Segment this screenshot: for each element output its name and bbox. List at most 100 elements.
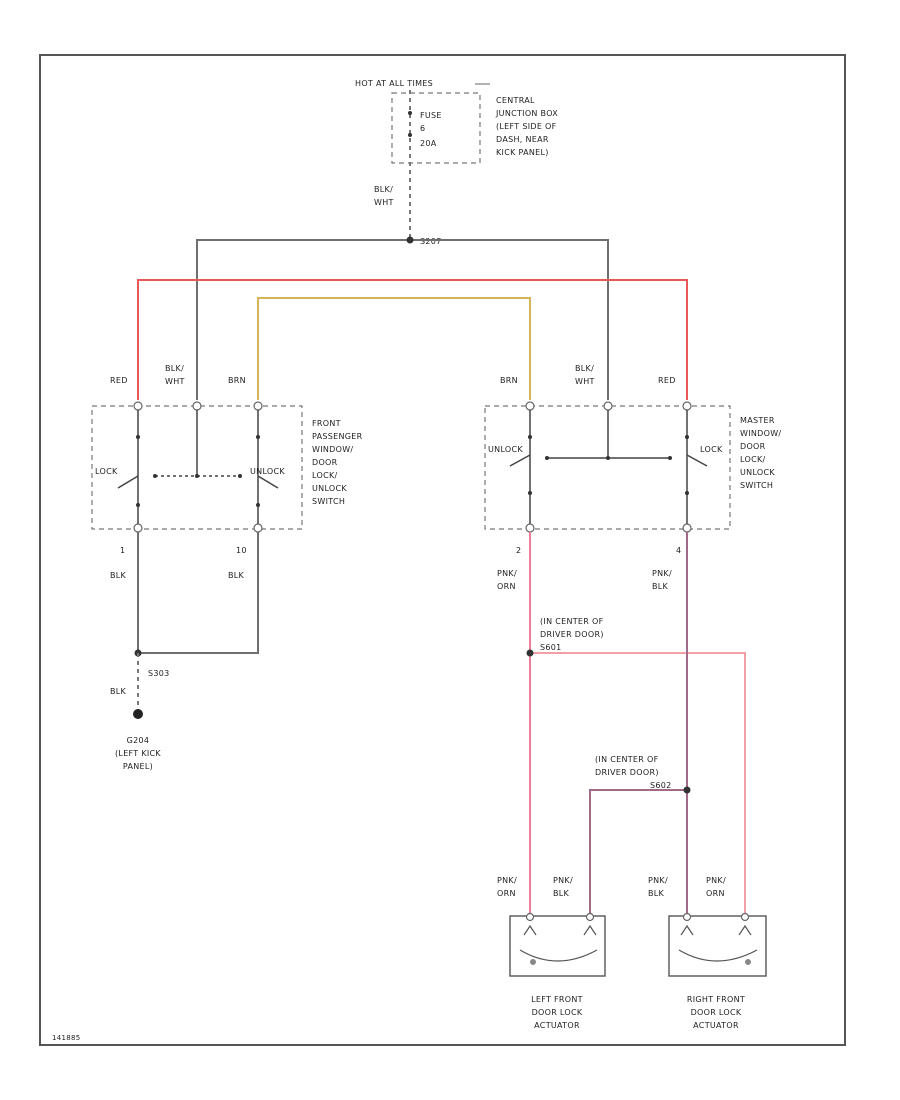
master-terminal-brn: [525, 401, 535, 411]
pass-switch-line-5: LOCK/: [312, 471, 338, 480]
master-unlock-label: UNLOCK: [488, 445, 523, 454]
junction-box-line-5: KICK PANEL): [496, 148, 549, 157]
master-red-label: RED: [658, 376, 676, 385]
right-actuator-box: [668, 915, 767, 977]
master-terminal-blkwht: [603, 401, 613, 411]
diagram-frame: [39, 54, 846, 1046]
left-act-line-2: DOOR LOCK: [532, 1008, 583, 1017]
junction-box-line-2: JUNCTION BOX: [495, 109, 558, 118]
ground-point-icon: [133, 709, 143, 719]
left-act-wire-a-2: ORN: [497, 889, 516, 898]
master-dot-6: [528, 491, 532, 495]
master-blkwht-label-1: BLK/: [575, 364, 594, 373]
pass-dot-5: [238, 474, 242, 478]
pass-lock-label: LOCK: [95, 467, 118, 476]
junction-box-line-3: (LEFT SIDE OF: [496, 122, 557, 131]
ground-line-2: (LEFT KICK: [115, 749, 161, 758]
splice-lower-line-2: DRIVER DOOR): [595, 768, 659, 777]
right-act-ground-symbol: [745, 959, 751, 965]
left-act-wire-b-2: BLK: [553, 889, 570, 898]
pass-switch-line-3: WINDOW/: [312, 445, 353, 454]
right-act-line-3: ACTUATOR: [693, 1021, 739, 1030]
blk-wht-bus-wire: [196, 239, 609, 400]
master-terminal-pin4: [682, 523, 692, 533]
pass-red-label: RED: [110, 376, 128, 385]
pass-terminal-brn: [253, 401, 263, 411]
pass-dot-3: [195, 474, 199, 478]
junction-box-outline: [391, 92, 481, 164]
pass-terminal-blkwht: [192, 401, 202, 411]
master-pin4-label: 4: [676, 546, 681, 555]
pnk-orn-right-branch-wire: [530, 652, 746, 916]
ground-line-3: PANEL): [123, 762, 153, 771]
left-act-contacts: [523, 924, 597, 936]
red-power-wire: [137, 279, 688, 400]
splice-upper-line-2: DRIVER DOOR): [540, 630, 604, 639]
right-act-line-1: RIGHT FRONT: [687, 995, 745, 1004]
pass-pin1-label: 1: [120, 546, 125, 555]
ground-line-1: G204: [127, 736, 150, 745]
master-wire-right-color-1: PNK/: [652, 569, 672, 578]
diagram-ref-number: 141885: [52, 1034, 81, 1042]
master-switch-line-4: LOCK/: [740, 455, 766, 464]
splice-s602-label: S602: [650, 781, 672, 790]
pass-switch-line-1: FRONT: [312, 419, 341, 428]
master-unlock-contact: [509, 454, 531, 467]
left-act-line-3: ACTUATOR: [534, 1021, 580, 1030]
pass-dot-6: [136, 503, 140, 507]
master-switch-line-6: SWITCH: [740, 481, 773, 490]
right-act-terminal-b: [740, 912, 750, 922]
passenger-switch-outline: [91, 405, 303, 530]
fuse-terminal-top: [408, 111, 412, 115]
junction-box-line-4: DASH, NEAR: [496, 135, 549, 144]
left-act-wire-a-1: PNK/: [497, 876, 517, 885]
master-switch-line-2: WINDOW/: [740, 429, 781, 438]
pass-terminal-pin1: [133, 523, 143, 533]
right-act-wire-a-2: BLK: [648, 889, 665, 898]
pass-switch-line-2: PASSENGER: [312, 432, 363, 441]
pass-terminal-red: [133, 401, 143, 411]
pass-blkwht-label-2: WHT: [165, 377, 185, 386]
master-dot-1: [545, 456, 549, 460]
master-blkwht-label-2: WHT: [575, 377, 595, 386]
master-terminal-red: [682, 401, 692, 411]
brn-wire: [257, 297, 531, 400]
left-act-terminal-b: [585, 912, 595, 922]
master-terminal-pin2: [525, 523, 535, 533]
left-act-line-1: LEFT FRONT: [531, 995, 583, 1004]
right-act-wire-b-1: PNK/: [706, 876, 726, 885]
splice-lower-line-1: (IN CENTER OF: [595, 755, 659, 764]
left-act-wire-b-1: PNK/: [553, 876, 573, 885]
power-source-label: HOT AT ALL TIMES: [355, 79, 433, 88]
fuse-number: 6: [420, 124, 425, 133]
pass-wire-right-color: BLK: [228, 571, 245, 580]
pass-ground-wire-right: [138, 532, 259, 654]
pass-lock-contact: [117, 475, 139, 489]
right-act-motor-arc: [678, 949, 758, 962]
master-wire-right-color-2: BLK: [652, 582, 669, 591]
master-dot-2: [606, 456, 610, 460]
ground-wire-color: BLK: [110, 687, 127, 696]
fuse-rating: 20A: [420, 139, 437, 148]
fuse-terminal-bottom: [408, 133, 412, 137]
master-switch-line-3: DOOR: [740, 442, 766, 451]
splice-s207-dot: [406, 236, 414, 244]
right-act-wire-a-1: PNK/: [648, 876, 668, 885]
pass-unlock-label: UNLOCK: [250, 467, 285, 476]
pass-blkwht-label-1: BLK/: [165, 364, 184, 373]
splice-s207-label: S207: [420, 237, 442, 246]
master-lock-contact: [686, 454, 708, 467]
master-switch-outline: [484, 405, 731, 530]
pass-terminal-pin10: [253, 523, 263, 533]
master-dot-3: [668, 456, 672, 460]
master-wire-left-color-2: ORN: [497, 582, 516, 591]
master-dot-5: [685, 435, 689, 439]
left-act-motor-arc: [519, 949, 598, 962]
pass-pin10-label: 10: [236, 546, 247, 555]
master-lock-label: LOCK: [700, 445, 723, 454]
left-actuator-box: [509, 915, 606, 977]
right-act-contacts: [680, 924, 752, 936]
junction-box-line-1: CENTRAL: [496, 96, 535, 105]
pass-brn-label: BRN: [228, 376, 246, 385]
